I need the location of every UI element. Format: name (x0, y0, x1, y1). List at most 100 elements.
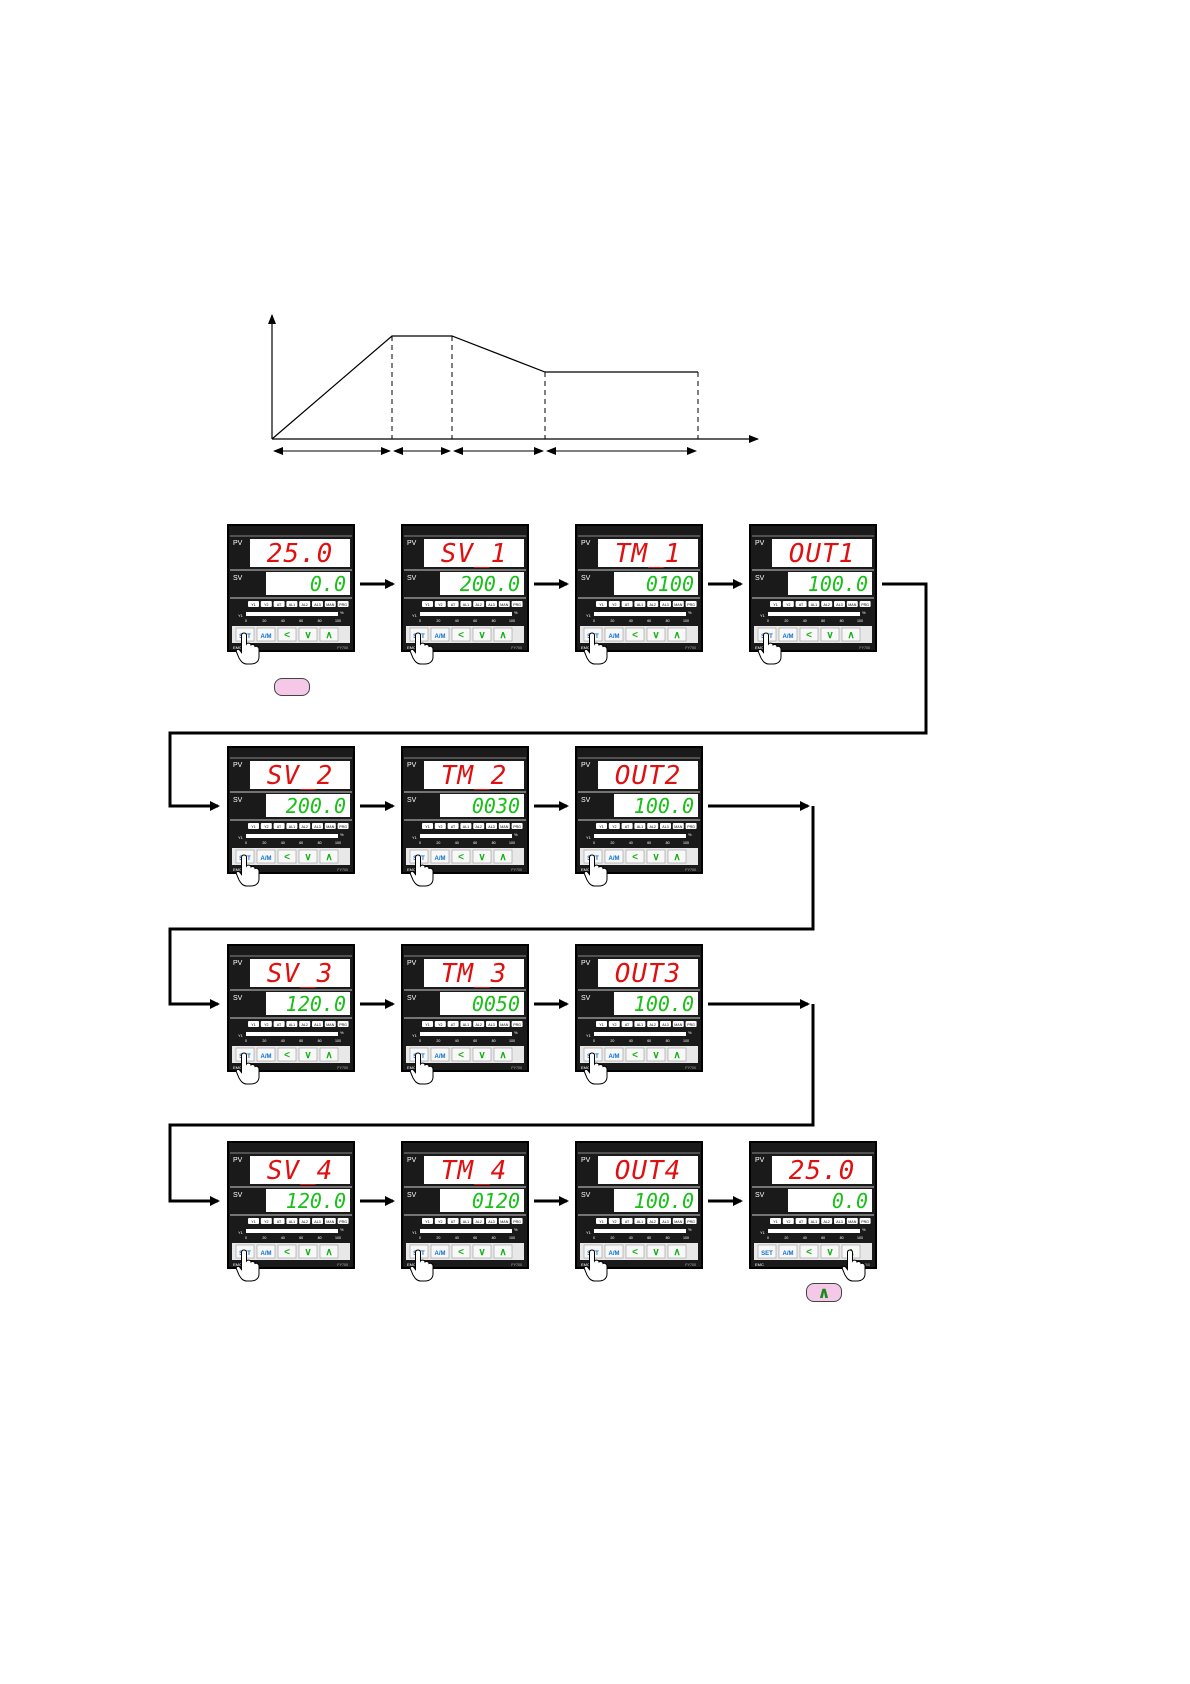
up-key-label: ∧ (325, 1247, 332, 1258)
indicator-lamp (422, 1021, 433, 1027)
model-label: FY700 (511, 1066, 522, 1070)
am-key (430, 627, 450, 642)
pv-display (424, 539, 524, 567)
bar-unit: % (340, 610, 344, 615)
sv-value: 100.0 (634, 1189, 694, 1213)
bar-unit: % (514, 832, 518, 837)
left-key-label: < (458, 1050, 464, 1061)
indicator-lamp (248, 823, 259, 829)
indicator-label: AL2 (649, 1220, 655, 1224)
am-key-label: A/M (783, 634, 794, 640)
pv-label: PV (233, 762, 243, 769)
bar-tick: 60 (647, 1236, 651, 1240)
bar-tick: 100 (509, 1236, 515, 1240)
sv-display (440, 1189, 524, 1212)
bar-tick: 80 (492, 841, 496, 845)
bar-tick: 40 (455, 619, 459, 623)
pv-display (598, 1156, 698, 1184)
indicator-label: AL1 (289, 1220, 295, 1224)
pv-label: PV (581, 540, 591, 547)
indicator-lamp (511, 1021, 523, 1027)
sv-label: SV (407, 995, 417, 1002)
indicator-label: Y1 (425, 1023, 429, 1027)
indicator-lamp (685, 601, 697, 607)
bar-tick: 100 (683, 1039, 689, 1043)
up-key (493, 1047, 513, 1062)
left-key (451, 1244, 471, 1259)
indicator-label: PRG (687, 1220, 695, 1224)
pv-display (250, 959, 350, 987)
indicator-label: MAN (500, 603, 508, 607)
sv-label: SV (233, 995, 243, 1002)
am-key-label: A/M (261, 1054, 272, 1060)
model-label: FY700 (337, 868, 348, 872)
indicator-lamp (647, 1021, 659, 1027)
bar-tick: 80 (318, 841, 322, 845)
bar-tick: 80 (318, 1236, 322, 1240)
pv-display (598, 539, 698, 567)
bar-label: Y1 (412, 1033, 418, 1038)
brand-label: EMC (407, 1065, 416, 1070)
pointing-hand-icon (235, 854, 260, 887)
indicator-label: Y1 (251, 1023, 255, 1027)
bar-tick: 40 (629, 841, 633, 845)
indicator-label: AL1 (637, 1220, 643, 1224)
sv-label: SV (233, 1192, 243, 1199)
left-key (799, 627, 819, 642)
indicator-label: AL1 (463, 1220, 469, 1224)
indicator-label: AT (277, 1023, 282, 1027)
left-key (625, 1047, 645, 1062)
indicator-lamp (473, 1021, 485, 1027)
pv-value: SV_3 (267, 959, 334, 989)
indicator-lamp (248, 1218, 259, 1224)
indicator-lamp (337, 1021, 349, 1027)
indicator-label: MAN (326, 825, 334, 829)
indicator-label: Y1 (599, 603, 603, 607)
bar-tick: 100 (857, 619, 863, 623)
sv-label: SV (233, 575, 243, 582)
bar-tick: 60 (473, 841, 477, 845)
indicator-label: AL1 (463, 603, 469, 607)
indicator-label: PRG (513, 1023, 521, 1027)
model-label: FY700 (685, 868, 696, 872)
down-key-label: ∨ (304, 1247, 311, 1258)
indicator-lamp (434, 1021, 446, 1027)
indicator-label: PRG (861, 603, 869, 607)
pointing-hand-icon (409, 854, 434, 887)
pv-value: TM_4 (441, 1156, 508, 1186)
pointing-hand-icon (583, 854, 608, 887)
indicator-label: Y1 (425, 603, 429, 607)
indicator-label: PRG (339, 1023, 347, 1027)
down-key (472, 627, 492, 642)
am-key (778, 627, 798, 642)
bar-graph (768, 1229, 860, 1233)
indicator-label: AT (451, 603, 456, 607)
indicator-lamp (324, 1021, 336, 1027)
brand-label: EMC (581, 867, 590, 872)
indicator-lamp (447, 601, 459, 607)
indicator-label: MAN (326, 1220, 334, 1224)
indicator-label: AT (625, 1220, 630, 1224)
indicator-lamp (808, 601, 820, 607)
sv-display (788, 572, 872, 595)
indicator-lamp (859, 601, 871, 607)
up-key-label: ∧ (499, 1247, 506, 1258)
am-key (778, 1244, 798, 1259)
indicator-label: Y2 (264, 1023, 268, 1027)
indicator-label: AL1 (289, 1023, 295, 1027)
bar-unit: % (340, 1030, 344, 1035)
bar-tick: 60 (473, 1039, 477, 1043)
indicator-label: MAN (500, 1220, 508, 1224)
up-key-label: ∧ (673, 1247, 680, 1258)
indicator-lamp (299, 823, 311, 829)
indicator-label: AL3 (314, 1220, 320, 1224)
indicator-lamp (782, 1218, 794, 1224)
bar-tick: 0 (593, 619, 595, 623)
up-key (667, 849, 687, 864)
bar-tick: 40 (281, 841, 285, 845)
bar-tick: 20 (262, 1039, 266, 1043)
indicator-label: Y2 (438, 1220, 442, 1224)
